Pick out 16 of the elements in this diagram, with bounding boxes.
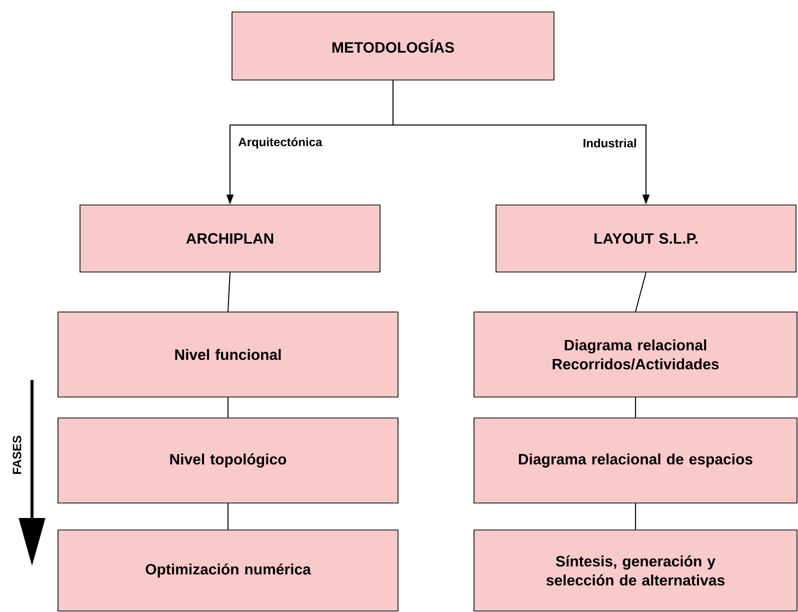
edge-label: Industrial	[582, 138, 638, 148]
process-box: ARCHIPLAN	[80, 204, 380, 272]
process-box: Síntesis, generación y selección de alternativas	[474, 530, 798, 612]
process-box: Diagrama relacional de espacios	[474, 418, 798, 504]
process-box: METODOLOGÍAS	[232, 12, 554, 80]
process-box: Nivel funcional	[58, 312, 398, 398]
process-box: Optimización numérica	[58, 530, 398, 612]
axis-label: FASES	[12, 436, 22, 474]
connector	[635, 502, 636, 530]
edge-label: Arquitectónica	[237, 136, 324, 150]
connector	[635, 272, 646, 312]
connector	[228, 272, 230, 312]
process-box: Diagrama relacional Recorridos/Actividades	[474, 312, 798, 398]
process-box: Nivel topológico	[58, 418, 398, 504]
process-box: LAYOUT S.L.P.	[496, 204, 796, 272]
connector	[635, 396, 636, 418]
